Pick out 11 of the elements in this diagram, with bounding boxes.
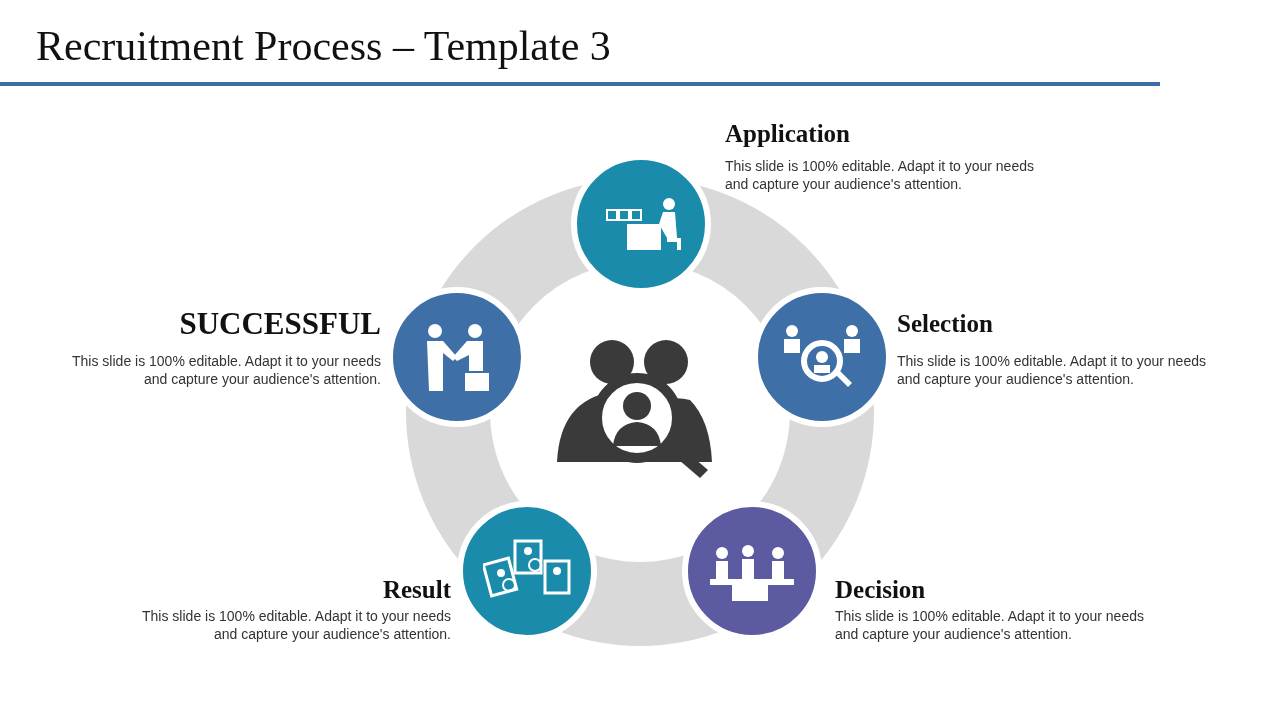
step-heading: Selection [897,310,993,338]
slide-title: Recruitment Process – Template 3 [36,22,611,70]
step-description: This slide is 100% editable. Adapt it to your needs and capture your audience's attention. [71,352,381,388]
step-description: This slide is 100% editable. Adapt it to your needs and capture your audience's attention. [897,352,1207,388]
step-description: This slide is 100% editable. Adapt it to your needs and capture your audience's attention. [141,607,451,643]
step-heading: SUCCESSFUL [179,306,381,342]
step-heading: Decision [835,576,926,604]
step-heading: Application [725,120,851,148]
step-heading: Result [382,576,451,604]
step-description: This slide is 100% editable. Adapt it to your needs and capture your audience's attention. [725,157,1035,193]
step-description: This slide is 100% editable. Adapt it to your needs and capture your audience's attention. [835,607,1145,643]
